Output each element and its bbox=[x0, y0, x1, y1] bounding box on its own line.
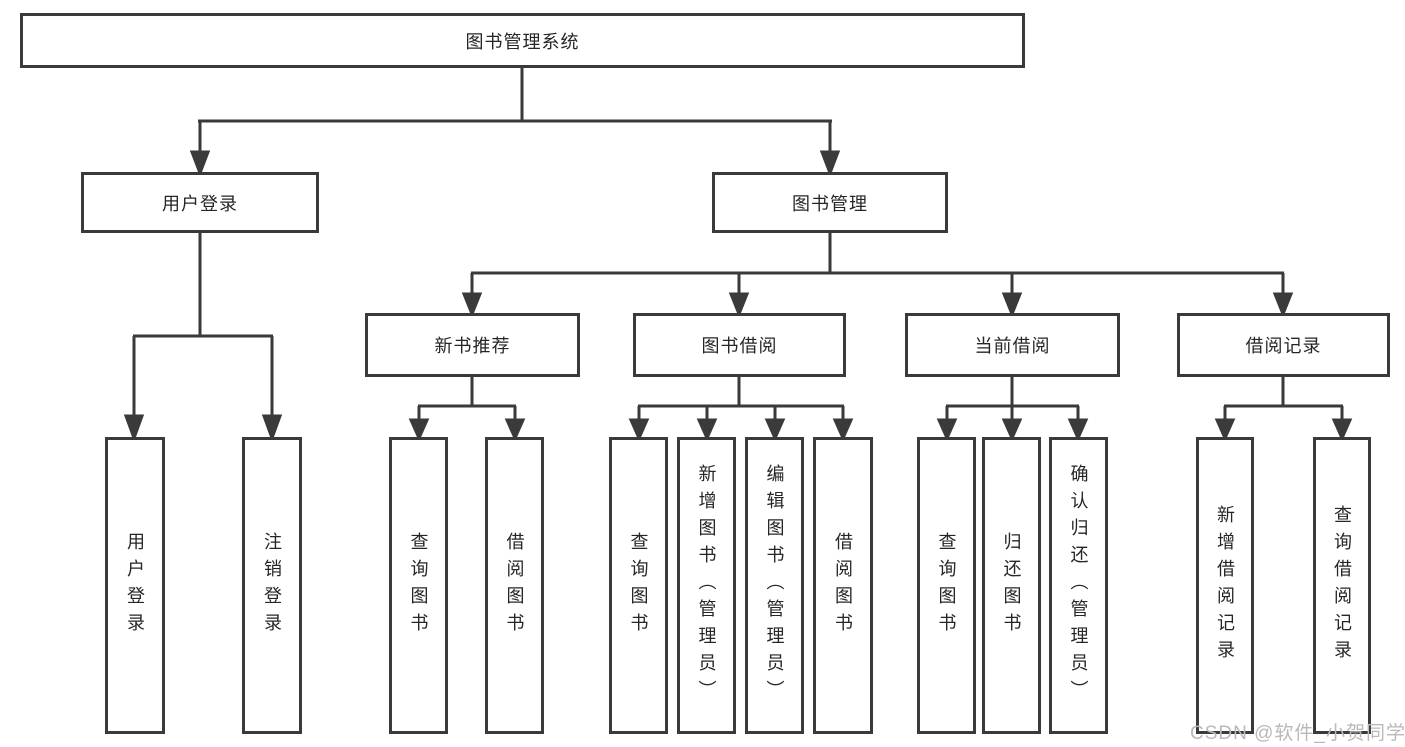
leaf-add-books-admin: 新增图书（管理员） bbox=[677, 437, 736, 734]
connector-root-to-level2 bbox=[189, 68, 841, 178]
connector-book-borrow-leaves bbox=[628, 377, 854, 442]
leaf-label: 查询图书 bbox=[628, 531, 649, 640]
connector-current-borrow-leaves bbox=[936, 377, 1089, 442]
node-label: 图书管理系统 bbox=[465, 31, 580, 52]
leaf-label: 借阅图书 bbox=[504, 531, 525, 640]
node-label: 用户登录 bbox=[162, 193, 238, 214]
leaf-return-books: 归还图书 bbox=[982, 437, 1041, 734]
node-label: 新书推荐 bbox=[434, 336, 511, 356]
leaf-user-login: 用户登录 bbox=[105, 437, 165, 734]
connector-borrow-records-leaves bbox=[1214, 377, 1353, 442]
node-label: 当前借阅 bbox=[974, 336, 1051, 356]
node-library-management-system: 图书管理系统 bbox=[20, 13, 1025, 68]
leaf-label: 用户登录 bbox=[125, 531, 145, 640]
leaf-add-borrow-record: 新增借阅记录 bbox=[1196, 437, 1254, 734]
leaf-label: 注销登录 bbox=[262, 531, 282, 640]
leaf-search-borrow-record: 查询借阅记录 bbox=[1313, 437, 1371, 734]
leaf-search-books-borrow: 查询图书 bbox=[609, 437, 668, 734]
leaf-label: 查询图书 bbox=[936, 531, 957, 640]
node-book-management: 图书管理 bbox=[712, 172, 948, 233]
leaf-edit-books-admin: 编辑图书（管理员） bbox=[745, 437, 804, 734]
leaf-label: 借阅图书 bbox=[833, 531, 853, 640]
leaf-label: 新增图书（管理员） bbox=[696, 464, 717, 707]
node-borrow-records: 借阅记录 bbox=[1177, 313, 1390, 377]
leaf-label: 归还图书 bbox=[1001, 531, 1022, 640]
leaf-label: 查询图书 bbox=[408, 531, 429, 640]
node-new-book-recommend: 新书推荐 bbox=[365, 313, 580, 377]
node-book-borrow: 图书借阅 bbox=[633, 313, 846, 377]
leaf-logout: 注销登录 bbox=[242, 437, 302, 734]
leaf-borrow-books-recommend: 借阅图书 bbox=[485, 437, 544, 734]
connector-book-mgmt-sections bbox=[461, 233, 1294, 319]
node-current-borrow: 当前借阅 bbox=[905, 313, 1120, 377]
leaf-confirm-return-admin: 确认归还（管理员） bbox=[1049, 437, 1108, 734]
leaf-label: 查询借阅记录 bbox=[1332, 504, 1352, 667]
leaf-label: 确认归还（管理员） bbox=[1068, 464, 1089, 707]
node-label: 图书借阅 bbox=[701, 336, 778, 356]
node-label: 图书管理 bbox=[792, 193, 868, 214]
leaf-label: 编辑图书（管理员） bbox=[764, 464, 785, 707]
node-label: 借阅记录 bbox=[1245, 336, 1322, 356]
connector-new-books-leaves bbox=[408, 377, 526, 442]
csdn-watermark: CSDN @软件_小贺同学 bbox=[1190, 723, 1405, 744]
leaf-label: 新增借阅记录 bbox=[1215, 504, 1235, 667]
leaf-search-books-current: 查询图书 bbox=[917, 437, 976, 734]
leaf-search-books-recommend: 查询图书 bbox=[389, 437, 448, 734]
connector-user-login-children bbox=[123, 233, 283, 443]
leaf-borrow-books: 借阅图书 bbox=[813, 437, 873, 734]
node-user-login: 用户登录 bbox=[81, 172, 319, 233]
